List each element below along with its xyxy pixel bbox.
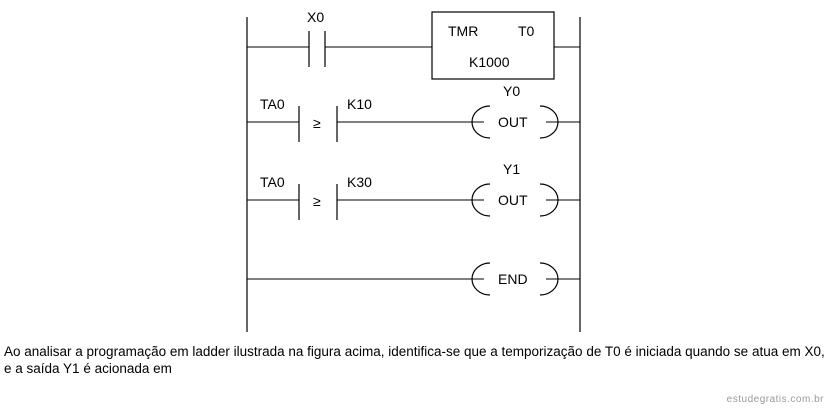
compare-operator: ≥ xyxy=(313,193,321,209)
compare-operand: TA0 xyxy=(260,96,285,112)
end-instruction: END xyxy=(471,262,559,296)
rung-3: TA0 ≥ K30 OUT Y1 xyxy=(247,161,580,220)
ladder-diagram: X0 TMR T0 K1000 TA0 ≥ K10 OUT Y0 xyxy=(246,9,581,332)
rung-4: END xyxy=(247,262,580,296)
contact-label-x0: X0 xyxy=(307,9,324,25)
coil-y0: OUT xyxy=(471,105,559,139)
timer-block: TMR T0 K1000 xyxy=(431,11,555,80)
coil-label: OUT xyxy=(498,114,528,130)
compare-contact-k30 xyxy=(298,184,338,220)
compare-constant: K30 xyxy=(347,174,372,190)
question-text: Ao analisar a programação em ladder ilus… xyxy=(4,344,825,376)
timer-preset: K1000 xyxy=(469,54,510,70)
rung-1: X0 TMR T0 K1000 xyxy=(247,9,580,80)
site-watermark: estudegratis.com.br xyxy=(726,394,824,405)
timer-id: T0 xyxy=(518,23,535,39)
compare-contact-k10 xyxy=(298,106,338,142)
coil-label: OUT xyxy=(498,192,528,208)
compare-operand: TA0 xyxy=(260,174,285,190)
compare-operator: ≥ xyxy=(313,115,321,131)
compare-constant: K10 xyxy=(347,96,372,112)
end-label: END xyxy=(498,271,528,287)
timer-title: TMR xyxy=(448,23,478,39)
rung-2: TA0 ≥ K10 OUT Y0 xyxy=(247,83,580,142)
coil-y1: OUT xyxy=(471,183,559,217)
contact-x0 xyxy=(308,31,326,67)
coil-address-y1: Y1 xyxy=(503,161,520,177)
coil-address-y0: Y0 xyxy=(503,83,520,99)
